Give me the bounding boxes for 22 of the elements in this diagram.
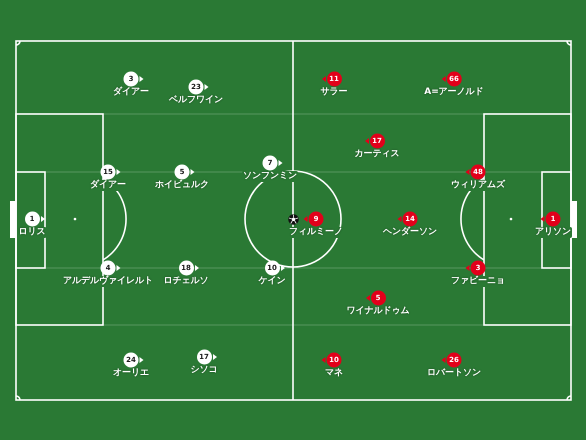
player-name: ホイビュルク xyxy=(154,180,210,191)
player-name: ワイナルドゥム xyxy=(346,306,410,317)
player-name: サラー xyxy=(320,87,348,98)
player-name: アルデルヴァイレルト xyxy=(62,276,154,287)
player-name: オーリエ xyxy=(112,368,150,379)
player-name: カーティス xyxy=(354,149,400,160)
player-name: ウィリアムズ xyxy=(450,180,506,191)
player-name: ダイアー xyxy=(89,180,127,191)
player-name: シソコ xyxy=(190,365,218,376)
player-name: マネ xyxy=(324,368,344,379)
player-name: ファビーニョ xyxy=(450,276,506,287)
player-name: ロリス xyxy=(18,227,46,238)
player-name: ダイアー xyxy=(112,87,150,98)
player-name: ロチェルソ xyxy=(162,276,210,287)
player-name: A=アーノルド xyxy=(423,87,485,98)
player-name: アリソン xyxy=(534,227,572,238)
player-name: ヘンダーソン xyxy=(382,227,438,238)
player-name: ケイン xyxy=(258,276,286,287)
player-name: フィルミーノ xyxy=(288,227,344,238)
player-name: ベルフワイン xyxy=(168,95,224,106)
player-name: ソンフンミン xyxy=(242,171,298,182)
player-name: ロバートソン xyxy=(426,368,482,379)
